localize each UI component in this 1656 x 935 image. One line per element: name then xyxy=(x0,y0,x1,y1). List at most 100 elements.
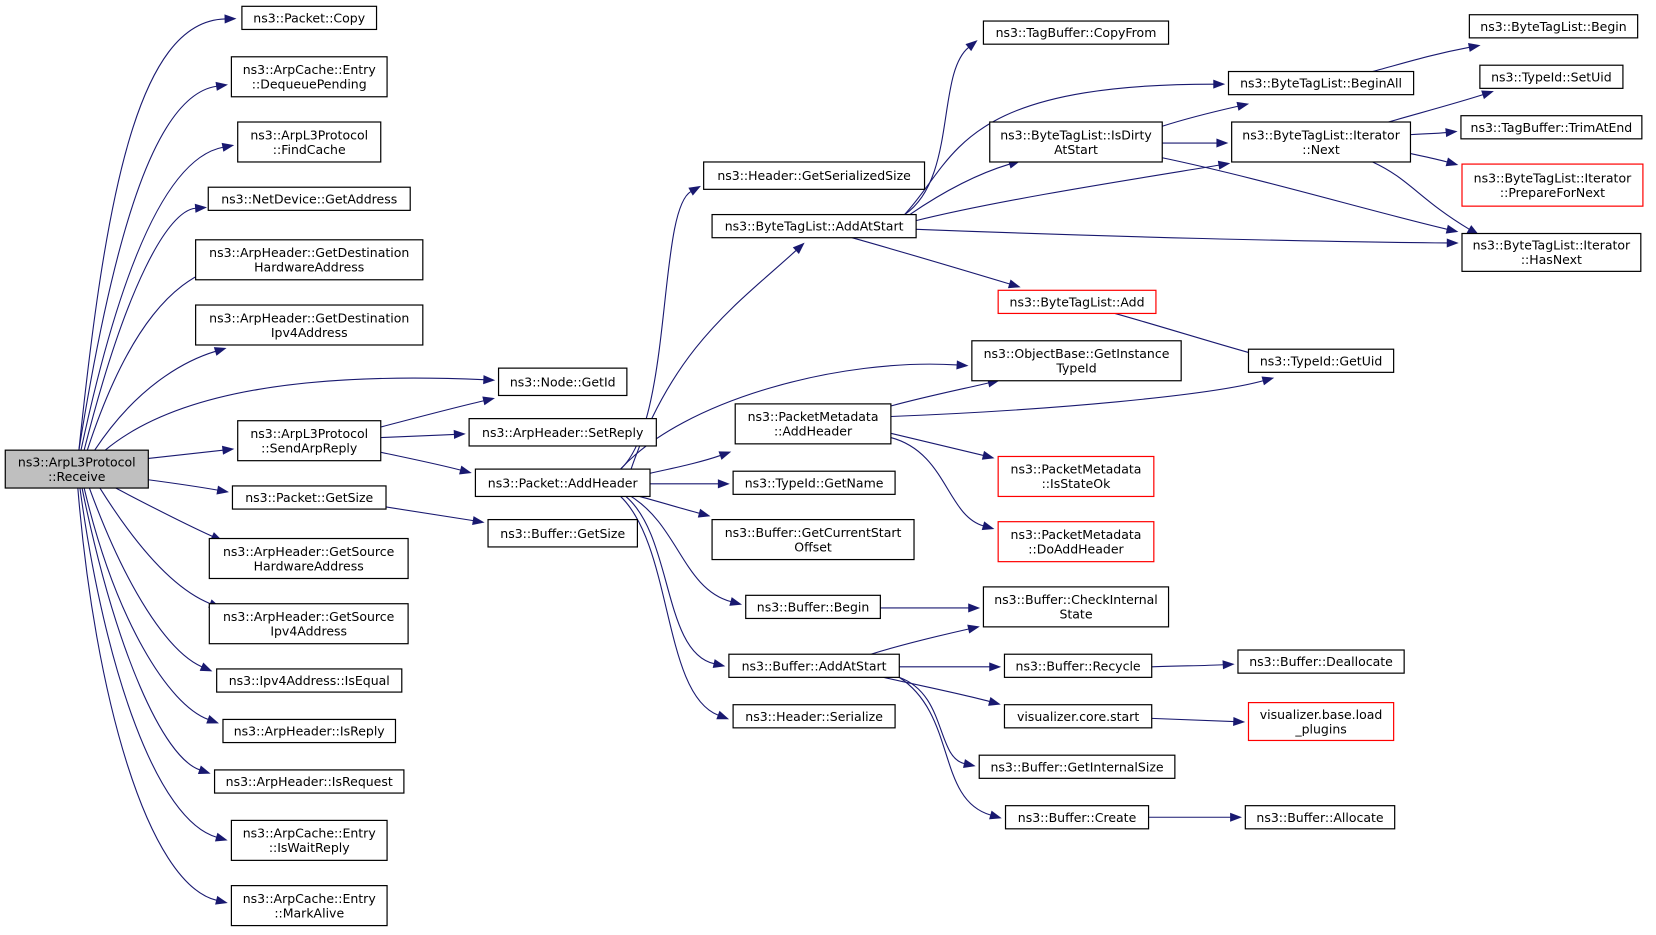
edge-pmaddheader-to-getuid xyxy=(890,376,1275,418)
node-addheader[interactable]: ns3::Packet::AddHeader xyxy=(474,468,651,498)
edge-line xyxy=(1151,664,1224,668)
node-sendarp[interactable]: ns3::ArpL3Protocol::SendArpReply xyxy=(237,420,382,462)
node-label: ns3::Buffer::AddAtStart xyxy=(742,658,887,673)
edge-btladdstart-to-beginall xyxy=(904,79,1226,215)
node-gdip[interactable]: ns3::ArpHeader::GetDestinationIpv4Addres… xyxy=(195,304,424,346)
node-box xyxy=(1231,121,1412,163)
node-getuid[interactable]: ns3::TypeId::GetUid xyxy=(1247,348,1395,373)
node-label: ns3::PacketMetadata xyxy=(748,409,879,424)
node-prepnext[interactable]: ns3::ByteTagList::Iterator::PrepareForNe… xyxy=(1461,163,1644,207)
node-label: ::MarkAlive xyxy=(274,905,344,920)
node-hasnext[interactable]: ns3::ByteTagList::Iterator::HasNext xyxy=(1461,232,1642,272)
arrowhead-icon xyxy=(1445,128,1458,138)
node-bufgetsize[interactable]: ns3::Buffer::GetSize xyxy=(487,518,639,548)
node-label: TypeId xyxy=(1055,361,1096,376)
node-root[interactable]: ns3::ArpL3Protocol::Receive xyxy=(4,449,149,489)
node-doaddheader[interactable]: ns3::PacketMetadata::DoAddHeader xyxy=(997,521,1155,563)
node-bufaddstart[interactable]: ns3::Buffer::AddAtStart xyxy=(728,653,900,678)
node-hserialize[interactable]: ns3::Header::Serialize xyxy=(732,704,896,729)
node-getinternal[interactable]: ns3::Buffer::GetInternalSize xyxy=(978,754,1176,779)
node-netdev[interactable]: ns3::NetDevice::GetAddress xyxy=(207,186,411,211)
node-label: Ipv4Address xyxy=(270,623,347,638)
edge-line xyxy=(649,454,721,474)
arrowhead-icon xyxy=(718,451,732,460)
node-vizload[interactable]: visualizer.base.load_plugins xyxy=(1247,701,1395,742)
node-label: ns3::ArpL3Protocol xyxy=(18,454,136,469)
node-findcache[interactable]: ns3::ArpL3Protocol::FindCache xyxy=(237,121,382,163)
edge-btladdstart-to-hasnext xyxy=(916,228,1459,248)
edge-getsize-to-bufgetsize xyxy=(385,506,485,526)
node-box xyxy=(982,20,1170,45)
edge-bufaddstart-to-vizstart xyxy=(883,676,1001,706)
node-markalive[interactable]: ns3::ArpCache::Entry::MarkAlive xyxy=(230,885,388,927)
node-setuid[interactable]: ns3::TypeId::SetUid xyxy=(1479,64,1624,89)
node-bufalloc[interactable]: ns3::Buffer::Allocate xyxy=(1244,805,1396,830)
node-label: ::Receive xyxy=(48,469,106,484)
node-box xyxy=(1461,163,1644,207)
node-box xyxy=(1247,348,1395,373)
arrowhead-icon xyxy=(1233,716,1246,727)
node-label: ::IsStateOk xyxy=(1042,476,1112,491)
node-iswait[interactable]: ns3::ArpCache::Entry::IsWaitReply xyxy=(230,819,388,861)
node-nodeid[interactable]: ns3::Node::GetId xyxy=(497,367,628,397)
edge-line xyxy=(78,18,226,451)
node-isreply[interactable]: ns3::ArpHeader::IsReply xyxy=(222,718,397,744)
node-isrequest[interactable]: ns3::ArpHeader::IsRequest xyxy=(213,769,405,794)
node-label: HardwareAddress xyxy=(254,260,364,275)
node-vizstart[interactable]: visualizer.core.start xyxy=(1003,704,1153,729)
edge-recycle-to-dealloc xyxy=(1151,660,1235,670)
node-getsize[interactable]: ns3::Packet::GetSize xyxy=(231,485,387,510)
node-label: ns3::TagBuffer::TrimAtEnd xyxy=(1471,120,1633,135)
node-bufbegin[interactable]: ns3::Buffer::Begin xyxy=(745,594,881,620)
edge-bufaddstart-to-bufcreate xyxy=(898,676,1002,820)
node-pmaddheader[interactable]: ns3::PacketMetadata::AddHeader xyxy=(734,403,892,445)
node-label: ns3::ArpL3Protocol xyxy=(250,127,368,142)
node-isstateok[interactable]: ns3::PacketMetadata::IsStateOk xyxy=(997,455,1155,498)
edge-line xyxy=(385,506,474,522)
arrowhead-icon xyxy=(1217,160,1231,170)
node-box xyxy=(989,121,1163,163)
edge-line xyxy=(79,487,217,838)
edge-sendarp-to-nodeid xyxy=(380,396,495,428)
node-gdha[interactable]: ns3::ArpHeader::GetDestinationHardwareAd… xyxy=(195,239,424,281)
edge-line xyxy=(890,432,984,456)
node-trimatend[interactable]: ns3::TagBuffer::TrimAtEnd xyxy=(1460,115,1643,140)
node-label: ns3::ByteTagList::Iterator xyxy=(1242,127,1400,142)
arrowhead-icon xyxy=(215,895,228,905)
node-dequeue[interactable]: ns3::ArpCache::Entry::DequeuePending xyxy=(230,56,388,98)
node-label: ns3::Buffer::Allocate xyxy=(1256,810,1384,825)
node-layer: ns3::ArpL3Protocol::Receivens3::Packet::… xyxy=(4,5,1644,927)
edge-line xyxy=(115,487,213,537)
node-box xyxy=(1468,14,1639,39)
node-bufcreate[interactable]: ns3::Buffer::Create xyxy=(1004,805,1150,830)
edge-line xyxy=(914,164,1220,222)
node-recycle[interactable]: ns3::Buffer::Recycle xyxy=(1003,653,1153,678)
node-btlbegin[interactable]: ns3::ByteTagList::Begin xyxy=(1468,14,1639,39)
node-getname[interactable]: ns3::TypeId::GetName xyxy=(732,470,896,495)
node-box xyxy=(1227,70,1415,96)
node-label: visualizer.base.load xyxy=(1260,707,1383,722)
node-btladd[interactable]: ns3::ByteTagList::Add xyxy=(997,289,1157,315)
node-copy[interactable]: ns3::Packet::Copy xyxy=(241,5,378,31)
node-label: ns3::ByteTagList::Iterator xyxy=(1474,170,1632,185)
node-itnext[interactable]: ns3::ByteTagList::Iterator::Next xyxy=(1231,121,1412,163)
node-beginall[interactable]: ns3::ByteTagList::BeginAll xyxy=(1227,70,1415,96)
node-hgss[interactable]: ns3::Header::GetSerializedSize xyxy=(703,161,926,190)
node-isequal[interactable]: ns3::Ipv4Address::IsEqual xyxy=(216,668,403,693)
node-box xyxy=(208,603,409,645)
node-dealloc[interactable]: ns3::Buffer::Deallocate xyxy=(1237,649,1405,674)
edge-line xyxy=(1388,94,1484,123)
node-label: ns3::Buffer::Deallocate xyxy=(1249,654,1393,669)
edge-sendarp-to-addheader xyxy=(380,451,472,475)
node-label: ns3::ArpHeader::GetDestination xyxy=(209,245,409,260)
edge-itnext-to-trimatend xyxy=(1410,128,1458,138)
node-btladdstart[interactable]: ns3::ByteTagList::AddAtStart xyxy=(711,213,917,239)
node-tagcopy[interactable]: ns3::TagBuffer::CopyFrom xyxy=(982,20,1170,45)
node-setreply[interactable]: ns3::ArpHeader::SetReply xyxy=(468,418,657,447)
